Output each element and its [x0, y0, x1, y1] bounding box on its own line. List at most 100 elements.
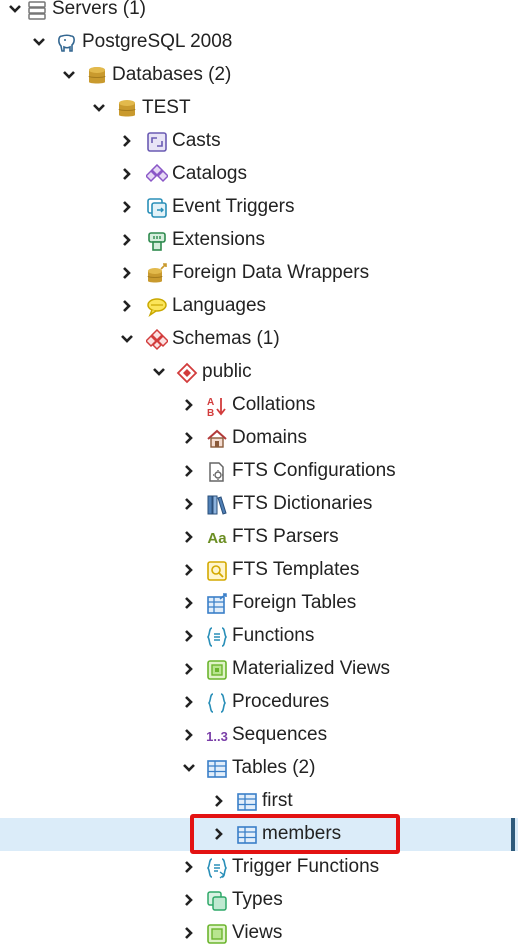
- trigger-functions-icon: [206, 857, 228, 879]
- tree-node-label: Catalogs: [172, 163, 247, 184]
- foreign-data-wrappers-icon: [146, 263, 168, 285]
- chevron-right-icon[interactable]: [118, 198, 136, 216]
- catalogs-icon: [146, 164, 168, 186]
- tree-node-casts[interactable]: Casts: [0, 125, 518, 158]
- tree-node-label: members: [262, 823, 342, 844]
- tree-node-test-database[interactable]: TEST: [0, 92, 518, 125]
- tree-node-tables[interactable]: Tables (2): [0, 752, 518, 785]
- tree-node-types[interactable]: Types: [0, 884, 518, 917]
- chevron-right-icon[interactable]: [180, 858, 198, 876]
- tree-node-label: Databases (2): [112, 64, 232, 85]
- tree-node-sequences[interactable]: 1..3 Sequences: [0, 719, 518, 752]
- tree-node-databases[interactable]: Databases (2): [0, 59, 518, 92]
- tree-node-extensions[interactable]: Extensions: [0, 224, 518, 257]
- tree-node-functions[interactable]: Functions: [0, 620, 518, 653]
- chevron-right-icon[interactable]: [180, 726, 198, 744]
- chevron-down-icon[interactable]: [150, 363, 168, 381]
- chevron-down-icon[interactable]: [60, 66, 78, 84]
- tree-node-fts-configurations[interactable]: FTS Configurations: [0, 455, 518, 488]
- sequences-icon: 1..3: [206, 728, 228, 744]
- tree-node-label: Views: [232, 922, 283, 943]
- tree-node-domains[interactable]: Domains: [0, 422, 518, 455]
- svg-text:A: A: [207, 397, 214, 408]
- chevron-right-icon[interactable]: [180, 462, 198, 480]
- chevron-right-icon[interactable]: [118, 264, 136, 282]
- tree-node-materialized-views[interactable]: Materialized Views: [0, 653, 518, 686]
- chevron-right-icon[interactable]: [210, 825, 228, 843]
- chevron-right-icon[interactable]: [180, 528, 198, 546]
- chevron-right-icon[interactable]: [180, 924, 198, 942]
- tree-node-label: Event Triggers: [172, 196, 295, 217]
- tree-node-schemas[interactable]: Schemas (1): [0, 323, 518, 356]
- chevron-down-icon[interactable]: [30, 33, 48, 51]
- tree-node-fts-templates[interactable]: FTS Templates: [0, 554, 518, 587]
- tree-node-procedures[interactable]: Procedures: [0, 686, 518, 719]
- types-icon: [206, 890, 228, 912]
- tree-node-postgresql-server[interactable]: PostgreSQL 2008: [0, 26, 518, 59]
- tree-node-label: Trigger Functions: [232, 856, 380, 877]
- tree-node-table-members[interactable]: members: [0, 818, 518, 851]
- fts-configurations-icon: [206, 461, 228, 483]
- tree-node-foreign-data-wrappers[interactable]: Foreign Data Wrappers: [0, 257, 518, 290]
- chevron-down-icon[interactable]: [180, 759, 198, 777]
- chevron-right-icon[interactable]: [118, 165, 136, 183]
- tree-node-event-triggers[interactable]: Event Triggers: [0, 191, 518, 224]
- database-icon: [116, 98, 138, 120]
- chevron-right-icon[interactable]: [180, 693, 198, 711]
- languages-icon: [146, 296, 168, 318]
- tree-node-label: first: [262, 790, 293, 811]
- tree-node-label: Schemas (1): [172, 328, 280, 349]
- tree-node-label: Collations: [232, 394, 316, 415]
- chevron-right-icon[interactable]: [180, 627, 198, 645]
- tree-node-public-schema[interactable]: public: [0, 356, 518, 389]
- tree-node-foreign-tables[interactable]: Foreign Tables: [0, 587, 518, 620]
- fts-templates-icon: [206, 560, 228, 582]
- table-icon: [236, 791, 258, 813]
- table-icon: [236, 824, 258, 846]
- foreign-tables-icon: [206, 593, 228, 615]
- servers-icon: [26, 0, 48, 21]
- tree-node-table-first[interactable]: first: [0, 785, 518, 818]
- chevron-right-icon[interactable]: [180, 429, 198, 447]
- chevron-right-icon[interactable]: [180, 891, 198, 909]
- chevron-right-icon[interactable]: [118, 231, 136, 249]
- tree-node-trigger-functions[interactable]: Trigger Functions: [0, 851, 518, 884]
- tree-node-label: Materialized Views: [232, 658, 391, 679]
- extensions-icon: [146, 230, 168, 252]
- chevron-right-icon[interactable]: [180, 495, 198, 513]
- schema-icon: [176, 362, 198, 384]
- chevron-right-icon[interactable]: [180, 396, 198, 414]
- tree-node-catalogs[interactable]: Catalogs: [0, 158, 518, 191]
- casts-icon: [146, 131, 168, 153]
- chevron-right-icon[interactable]: [180, 561, 198, 579]
- tree-node-label: Domains: [232, 427, 307, 448]
- tables-icon: [206, 758, 228, 780]
- tree-node-label: TEST: [142, 97, 191, 118]
- chevron-down-icon[interactable]: [6, 0, 24, 18]
- chevron-down-icon[interactable]: [118, 330, 136, 348]
- tree-node-fts-dictionaries[interactable]: FTS Dictionaries: [0, 488, 518, 521]
- tree-node-label: Servers (1): [52, 0, 146, 19]
- chevron-right-icon[interactable]: [118, 132, 136, 150]
- tree-node-views[interactable]: Views: [0, 917, 518, 950]
- tree-node-label: Procedures: [232, 691, 330, 712]
- fts-dictionaries-icon: [206, 494, 228, 516]
- tree-node-label: Functions: [232, 625, 315, 646]
- tree-node-label: FTS Parsers: [232, 526, 339, 547]
- svg-text:B: B: [207, 408, 214, 417]
- postgresql-elephant-icon: [56, 32, 78, 54]
- tree-node-servers[interactable]: Servers (1): [0, 0, 518, 26]
- tree-node-label: FTS Dictionaries: [232, 493, 373, 514]
- chevron-down-icon[interactable]: [90, 99, 108, 117]
- tree-node-fts-parsers[interactable]: Aa FTS Parsers: [0, 521, 518, 554]
- tree-node-label: Types: [232, 889, 283, 910]
- chevron-right-icon[interactable]: [180, 660, 198, 678]
- tree-node-label: Casts: [172, 130, 221, 151]
- chevron-right-icon[interactable]: [118, 297, 136, 315]
- chevron-right-icon[interactable]: [210, 792, 228, 810]
- fts-parsers-icon: Aa: [207, 529, 227, 547]
- chevron-right-icon[interactable]: [180, 594, 198, 612]
- tree-node-languages[interactable]: Languages: [0, 290, 518, 323]
